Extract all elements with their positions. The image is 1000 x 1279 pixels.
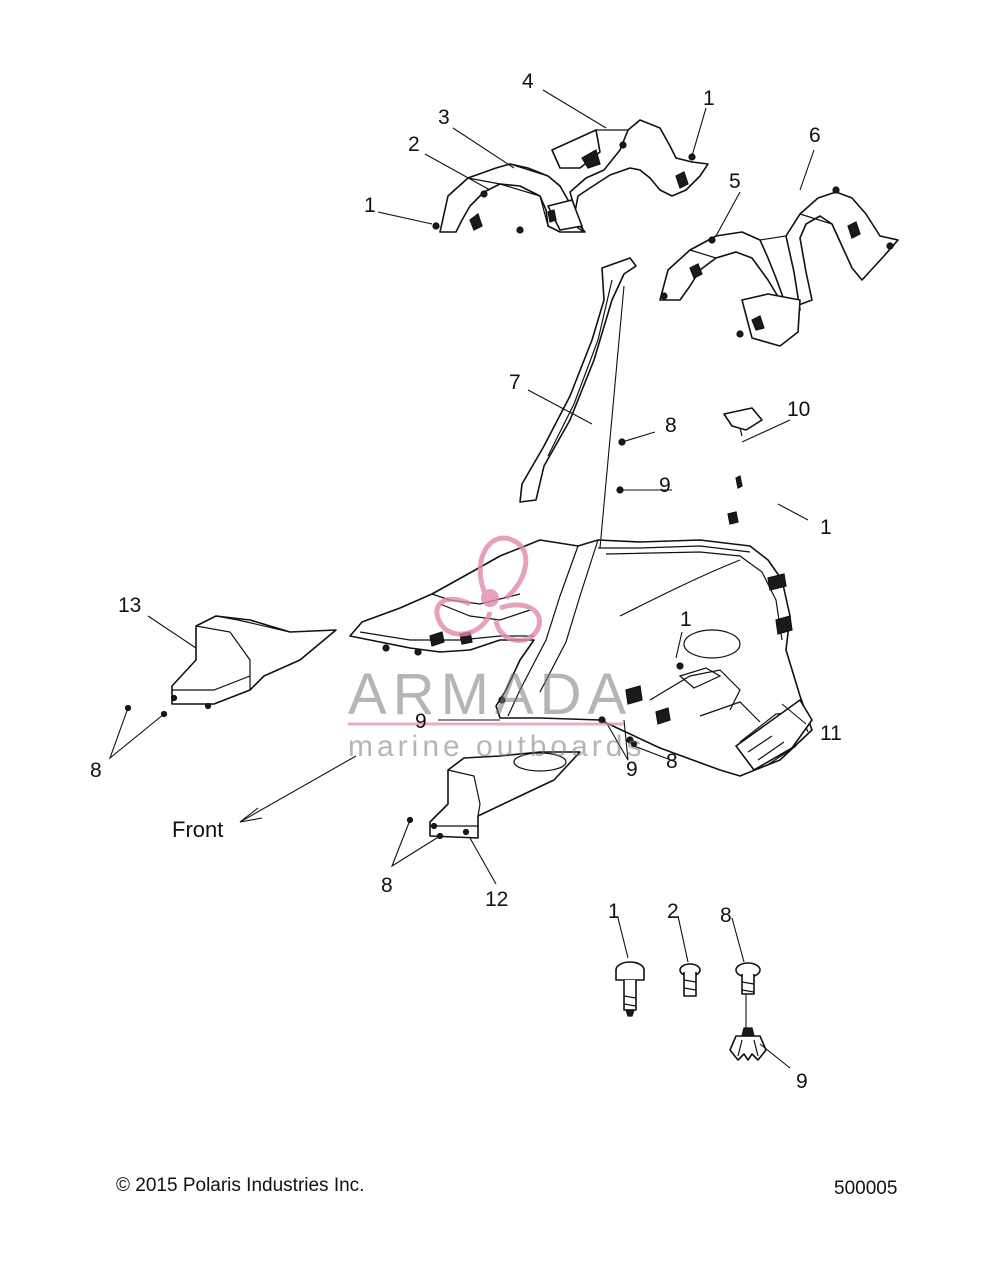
watermark-logo-icon [434,535,543,643]
roll-bar-front-part [432,119,709,234]
callout-8: 8 [665,414,677,437]
front-direction-label: Front [172,817,223,842]
trim-strip-part [519,257,637,503]
callout-9: 9 [415,710,427,733]
callout-13: 13 [118,594,141,617]
callout-9: 9 [659,474,671,497]
callout-2: 2 [408,133,420,156]
right-mount-part [406,740,638,840]
screw-2-hardware [679,963,701,997]
left-mount-part [124,615,337,718]
hardware-detail [615,961,767,1061]
watermark-brand: ARMADA [348,662,632,727]
callout-1: 1 [703,87,715,110]
callout-4: 4 [522,70,534,93]
nut-clip-9-hardware [729,1027,767,1061]
screw-8-hardware [735,962,761,995]
callout-11: 11 [820,722,842,745]
callout-2: 2 [667,900,679,923]
callout-labels: 1 4 3 2 1 6 5 7 10 8 9 1 13 1 9 11 8 9 8… [90,70,842,1093]
roll-bar-rear-part [659,186,899,347]
callout-1: 1 [364,194,376,217]
armada-watermark: ARMADA marine outboards [348,535,645,763]
callout-1: 1 [820,516,832,539]
callout-7: 7 [509,371,521,394]
copyright-notice: © 2015 Polaris Industries Inc. [116,1175,364,1196]
watermark-subtitle: marine outboards [348,730,645,763]
leader-lines [108,89,815,1069]
callout-8: 8 [666,750,678,773]
callout-9: 9 [626,758,638,781]
callout-9: 9 [796,1070,808,1093]
callout-12: 12 [485,888,508,911]
callout-1: 1 [608,900,620,923]
callout-10: 10 [787,398,810,421]
callout-3: 3 [438,106,450,129]
callout-6: 6 [809,124,821,147]
callout-8: 8 [381,874,393,897]
callout-5: 5 [729,170,741,193]
screw-1-hardware [615,961,645,1017]
bracket-part [723,407,763,525]
callout-8: 8 [720,904,732,927]
callout-8: 8 [90,759,102,782]
callout-1: 1 [680,608,692,631]
diagram-number: 500005 [834,1178,897,1199]
